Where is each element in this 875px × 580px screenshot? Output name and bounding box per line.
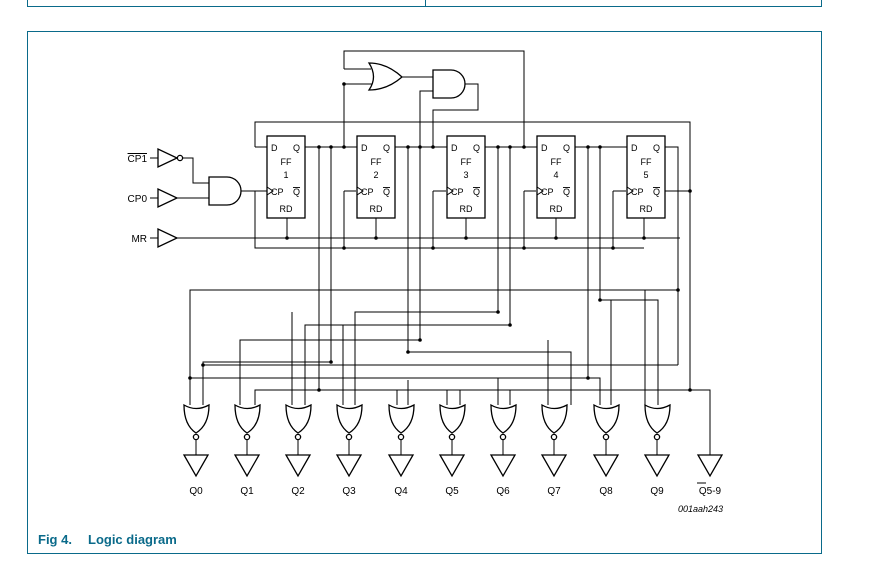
figure-title: Logic diagram [88,532,177,547]
feedback-wires [343,50,525,147]
ff-d-label: D [271,143,278,153]
output-gate-q1: Q1 [233,403,261,497]
output-gate-q0: Q0 [182,403,210,497]
output-label-q2: Q2 [291,486,305,497]
feedback-and-gate [432,69,466,99]
ff-rd-label: RD [640,204,653,214]
shift-chain-wires [189,121,691,405]
ff-number: 4 [553,170,558,180]
output-gate-q8: Q8 [592,403,620,497]
ff-cp-label: CP [451,187,464,197]
clock-and-gate [208,176,267,206]
input-buffer-cp0 [150,187,209,209]
ff-rd-label: RD [550,204,563,214]
output-label-q3: Q3 [342,486,356,497]
output-gate-q3: Q3 [335,403,363,497]
ff-q-label: Q [563,143,570,153]
output-label-q5-9: Q5-9 [699,486,722,497]
ff-cp-label: CP [271,187,284,197]
input-label-mr: MR [131,234,147,245]
flip-flop-1: D Q FF 1 CP Q RD [266,135,306,219]
ff-d-label: D [451,143,458,153]
ff-rd-label: RD [460,204,473,214]
input-buffer-mr [150,227,680,249]
flip-flop-3: D Q FF 3 CP Q RD [446,135,486,219]
input-buffer-cp1 [150,147,209,184]
flip-flop-4: D Q FF 4 CP Q RD [536,135,576,219]
ff-number: 5 [643,170,648,180]
ff-rd-label: RD [280,204,293,214]
ff-type-label: FF [281,157,292,167]
ff-q-label: Q [653,143,660,153]
figure-frame [27,31,822,554]
figure-caption: Fig 4. Logic diagram [38,532,177,547]
output-label-q4: Q4 [394,486,408,497]
ff-qbar-label: Q [653,187,660,197]
ff-type-label: FF [551,157,562,167]
output-buffer-q5-9: Q5-9 [696,454,724,497]
output-label-q9: Q9 [650,486,664,497]
flip-flop-2: D Q FF 2 CP Q RD [356,135,396,219]
ff-qbar-label: Q [473,187,480,197]
output-gate-q6: Q6 [489,403,517,497]
junction-dots [188,82,692,392]
ff-q-label: Q [383,143,390,153]
ff-cp-label: CP [631,187,644,197]
output-label-q0: Q0 [189,486,203,497]
output-label-q5: Q5 [445,486,459,497]
ff-number: 1 [283,170,288,180]
ff-number: 2 [373,170,378,180]
ff-q-label: Q [293,143,300,153]
input-label-cp0: CP0 [128,194,148,205]
ff-type-label: FF [461,157,472,167]
input-label-cp1: CP1 [128,154,148,165]
ff-cp-label: CP [541,187,554,197]
output-label-q7: Q7 [547,486,561,497]
ff-number: 3 [463,170,468,180]
feedback-or-gate [367,62,403,91]
image-code: 001aah243 [678,504,723,514]
ff-qbar-label: Q [383,187,390,197]
ff-qbar-label: Q [563,187,570,197]
output-gate-q4: Q4 [387,403,415,497]
output-gate-q2: Q2 [284,403,312,497]
ff-d-label: D [541,143,548,153]
ff-type-label: FF [371,157,382,167]
output-label-q8: Q8 [599,486,613,497]
top-table-fragment [27,0,822,7]
output-label-q6: Q6 [496,486,510,497]
figure-number: Fig 4. [38,532,72,547]
ff-d-label: D [361,143,368,153]
ff-cp-label: CP [361,187,374,197]
decoder-routing-wires [189,147,711,455]
ff-q-label: Q [473,143,480,153]
output-label-q1: Q1 [240,486,254,497]
output-gate-q5: Q5 [438,403,466,497]
output-gate-q9: Q9 [643,403,671,497]
ff-type-label: FF [641,157,652,167]
flip-flop-5: D Q FF 5 CP Q RD [626,135,666,219]
table-divider [425,0,426,7]
ff-qbar-label: Q [293,187,300,197]
output-gate-q7: Q7 [540,403,568,497]
ff-rd-label: RD [370,204,383,214]
ff-d-label: D [631,143,638,153]
